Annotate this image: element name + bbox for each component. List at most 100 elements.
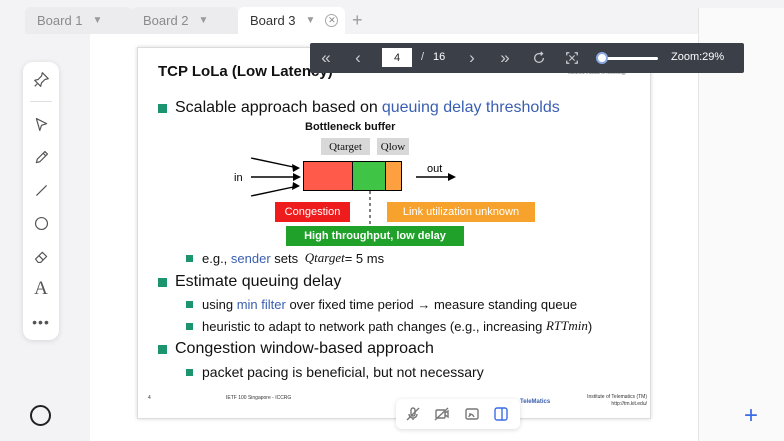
bullet-link: queuing delay thresholds [381, 99, 560, 116]
chevron-down-icon[interactable]: ▼ [92, 15, 103, 26]
cursor-icon [35, 117, 47, 131]
bullet-text: Estimate queuing delay [175, 273, 342, 290]
cast-icon [465, 408, 479, 420]
more-tools-button[interactable]: ••• [32, 314, 50, 330]
double-chevron-right-icon: » [500, 48, 510, 67]
chevron-left-icon: ‹ [355, 48, 361, 67]
bullet-marker [186, 254, 193, 262]
line-tool-button[interactable] [31, 180, 51, 200]
buffer-low-region [385, 161, 402, 191]
split-view-button[interactable] [492, 405, 510, 423]
slide-footer-event: IETF 100 Singapore - ICCRG [226, 395, 292, 401]
slide-footer-institute: Institute of Telematics (TM) http://tm.k… [563, 394, 647, 408]
bullet-congestion-window: Congestion window-based approach [158, 340, 434, 358]
previous-page-button[interactable]: ‹ [348, 48, 368, 68]
diagram-title: Bottleneck buffer [305, 121, 396, 133]
bullet-text: packet pacing is beneficial, but not nec… [202, 364, 484, 380]
next-page-button[interactable]: › [462, 48, 482, 68]
zoom-slider-track[interactable] [598, 57, 658, 60]
telematics-logo: TeleMatics [520, 399, 551, 405]
last-page-button[interactable]: » [495, 48, 515, 68]
color-picker-button[interactable] [30, 405, 51, 426]
sub-bullet-heuristic: heuristic to adapt to network path chang… [186, 318, 592, 334]
high-throughput-label: High throughput, low delay [286, 226, 464, 246]
circle-tool-button[interactable] [31, 213, 51, 233]
chevron-down-icon[interactable]: ▼ [305, 15, 316, 26]
pdf-slide: TCP LoLa (Low Latency) Karlsruhe Institu… [137, 47, 651, 419]
toolbar-divider [30, 101, 52, 102]
double-chevron-left-icon: « [321, 48, 331, 67]
out-label: out [427, 163, 443, 175]
bullet-text: Scalable approach based on [175, 99, 378, 116]
sub-bullet-pacing: packet pacing is beneficial, but not nec… [186, 364, 484, 380]
right-panel [698, 8, 784, 441]
bullet-link: sender [230, 250, 271, 266]
camera-off-button[interactable] [433, 405, 451, 423]
tab-label: Board 2 [143, 13, 189, 28]
input-arrow [250, 185, 299, 197]
bullet-text: using [202, 297, 237, 312]
tab-bar: Board 1 ▼ Board 2 ▼ Board 3 ▼ ✕ + [0, 0, 784, 40]
math-rtt-min: RTTmin [545, 318, 588, 333]
bullet-marker [158, 277, 167, 287]
circle-icon [34, 216, 48, 230]
total-pages: 16 [433, 51, 446, 63]
chevron-right-icon: › [469, 48, 475, 67]
split-view-icon [494, 407, 508, 421]
fit-screen-button[interactable] [562, 48, 582, 68]
bullet-text: ) [587, 318, 593, 334]
bullet-marker [158, 344, 167, 354]
tab-board-1[interactable]: Board 1 ▼ [25, 7, 132, 34]
bullet-estimate: Estimate queuing delay [158, 273, 341, 291]
rotate-button[interactable] [529, 48, 549, 68]
math-q-target: Qtarget [304, 250, 345, 265]
tab-board-2[interactable]: Board 2 ▼ [131, 7, 238, 34]
bullet-scalable: Scalable approach based on queuing delay… [158, 99, 560, 117]
zoom-label: Zoom:29% [671, 51, 725, 63]
pin-icon [33, 71, 49, 87]
fit-screen-icon [566, 52, 578, 64]
slide-title: TCP LoLa (Low Latency) [158, 63, 333, 80]
bullet-marker [158, 103, 167, 113]
q-low-label: Qlow [377, 138, 409, 155]
arrow-head [293, 173, 301, 181]
bullet-text: e.g., [202, 250, 231, 266]
page-separator: / [421, 51, 425, 63]
sub-bullet-sender: e.g., sender sets Qtarget = 5 ms [186, 250, 384, 266]
buffer-target-region [352, 161, 386, 191]
congestion-label: Congestion [275, 202, 350, 222]
arrow-head [448, 173, 456, 181]
select-tool-button[interactable] [31, 114, 51, 134]
pen-tool-button[interactable] [31, 147, 51, 167]
chevron-down-icon[interactable]: ▼ [198, 15, 209, 26]
slide-page-number: 4 [148, 395, 151, 401]
pin-tool-button[interactable] [31, 69, 51, 89]
institute-url: http://tm.kit.edu/ [611, 401, 647, 407]
add-button[interactable]: + [744, 402, 759, 429]
tab-board-3[interactable]: Board 3 ▼ ✕ [238, 7, 345, 34]
bullet-text: Congestion window-based approach [175, 340, 434, 357]
rotate-icon [533, 51, 545, 64]
buffer-congestion-region [303, 161, 353, 191]
cast-button[interactable] [463, 405, 481, 423]
in-label: in [234, 172, 243, 184]
tab-label: Board 3 [250, 13, 296, 28]
eraser-tool-button[interactable] [31, 246, 51, 266]
text-tool-button[interactable]: A [34, 278, 48, 299]
bullet-marker [186, 301, 193, 308]
arrow-head [292, 182, 300, 190]
media-toolbar [396, 399, 520, 429]
bullet-text: heuristic to adapt to network path chang… [202, 318, 546, 334]
close-icon[interactable]: ✕ [325, 14, 339, 27]
mute-microphone-button[interactable] [404, 405, 422, 423]
drawing-toolbar: A ••• [23, 62, 59, 340]
page-number-input[interactable] [382, 48, 412, 67]
link-utilization-label: Link utilization unknown [387, 202, 535, 222]
input-arrow [250, 157, 299, 169]
first-page-button[interactable]: « [316, 48, 336, 68]
bullet-text: sets [270, 250, 302, 266]
bullet-text: = 5 ms [344, 250, 385, 266]
zoom-slider-handle[interactable] [596, 52, 608, 64]
institute-name: Institute of Telematics (TM) [587, 394, 647, 400]
add-tab-button[interactable]: + [352, 10, 363, 30]
